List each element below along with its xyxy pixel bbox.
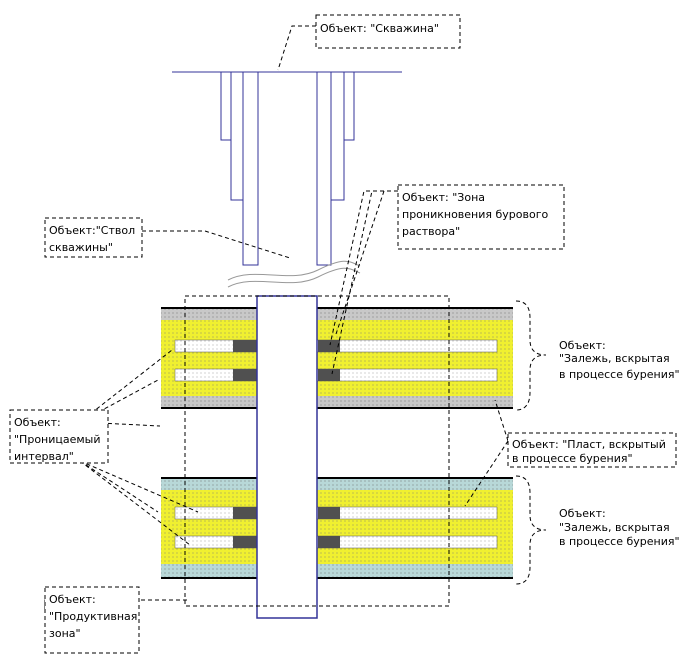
borehole: [256, 295, 318, 619]
mud-plug: [318, 340, 340, 352]
label-deposit-top: Объект: "Залежь, вскрытая в процессе бур…: [559, 339, 680, 381]
label-well-line-1: Объект: "Скважина": [320, 22, 439, 35]
label-wellbore-line-1: Объект:"Ствол: [49, 224, 135, 237]
label-permeable-line-1: Объект:: [14, 416, 61, 429]
mud-plug: [233, 536, 257, 548]
lower-deposit: [161, 477, 513, 579]
label-deposit-top-line-2: "Залежь, вскрытая: [559, 352, 670, 365]
label-productive-line-1: Объект:: [49, 593, 96, 606]
label-wellbore-line-2: скважины": [49, 241, 113, 254]
label-deposit-bottom: Объект: "Залежь, вскрытая в процессе бур…: [559, 507, 680, 548]
mud-plug: [318, 369, 340, 381]
label-well: Объект: "Скважина": [315, 14, 461, 49]
mud-plug: [233, 369, 257, 381]
label-deposit-bottom-line-1: Объект:: [559, 507, 606, 520]
label-layer-line-2: в процессе бурения": [512, 452, 633, 465]
label-productive-line-3: зона": [49, 627, 81, 640]
mud-plug: [318, 507, 340, 519]
label-permeable: Объект: "Проницаемый интервал": [9, 409, 109, 464]
label-permeable-line-2: "Проницаемый: [14, 433, 101, 446]
brace-lower: [515, 475, 547, 585]
brace-upper: [515, 300, 547, 411]
break-marks: [227, 260, 361, 288]
leader-lines: [44, 25, 509, 609]
mud-plug: [318, 536, 340, 548]
label-productive: Объект: "Продуктивная зона": [44, 586, 140, 654]
label-layer: Объект: "Пласт, вскрытый в процессе буре…: [507, 432, 677, 468]
label-mud-zone: Объект: "Зона проникновения бурового рас…: [397, 184, 565, 250]
mud-plug: [233, 507, 257, 519]
mud-plug: [233, 340, 257, 352]
upper-deposit: [161, 307, 513, 409]
well-casing: [172, 71, 402, 266]
label-wellbore: Объект:"Ствол скважины": [44, 217, 143, 258]
label-deposit-top-line-1: Объект:: [559, 339, 606, 352]
label-mud-zone-line-1: Объект: "Зона: [402, 191, 485, 204]
label-deposit-bottom-line-3: в процессе бурения": [559, 535, 680, 548]
label-layer-line-1: Объект: "Пласт, вскрытый: [512, 438, 666, 451]
label-permeable-line-3: интервал": [14, 450, 74, 463]
label-mud-zone-line-2: проникновения бурового: [402, 208, 549, 221]
label-mud-zone-line-3: раствора": [402, 225, 460, 238]
label-deposit-top-line-3: в процессе бурения": [559, 368, 680, 381]
label-productive-line-2: "Продуктивная: [49, 610, 137, 623]
label-deposit-bottom-line-2: "Залежь, вскрытая: [559, 521, 670, 534]
